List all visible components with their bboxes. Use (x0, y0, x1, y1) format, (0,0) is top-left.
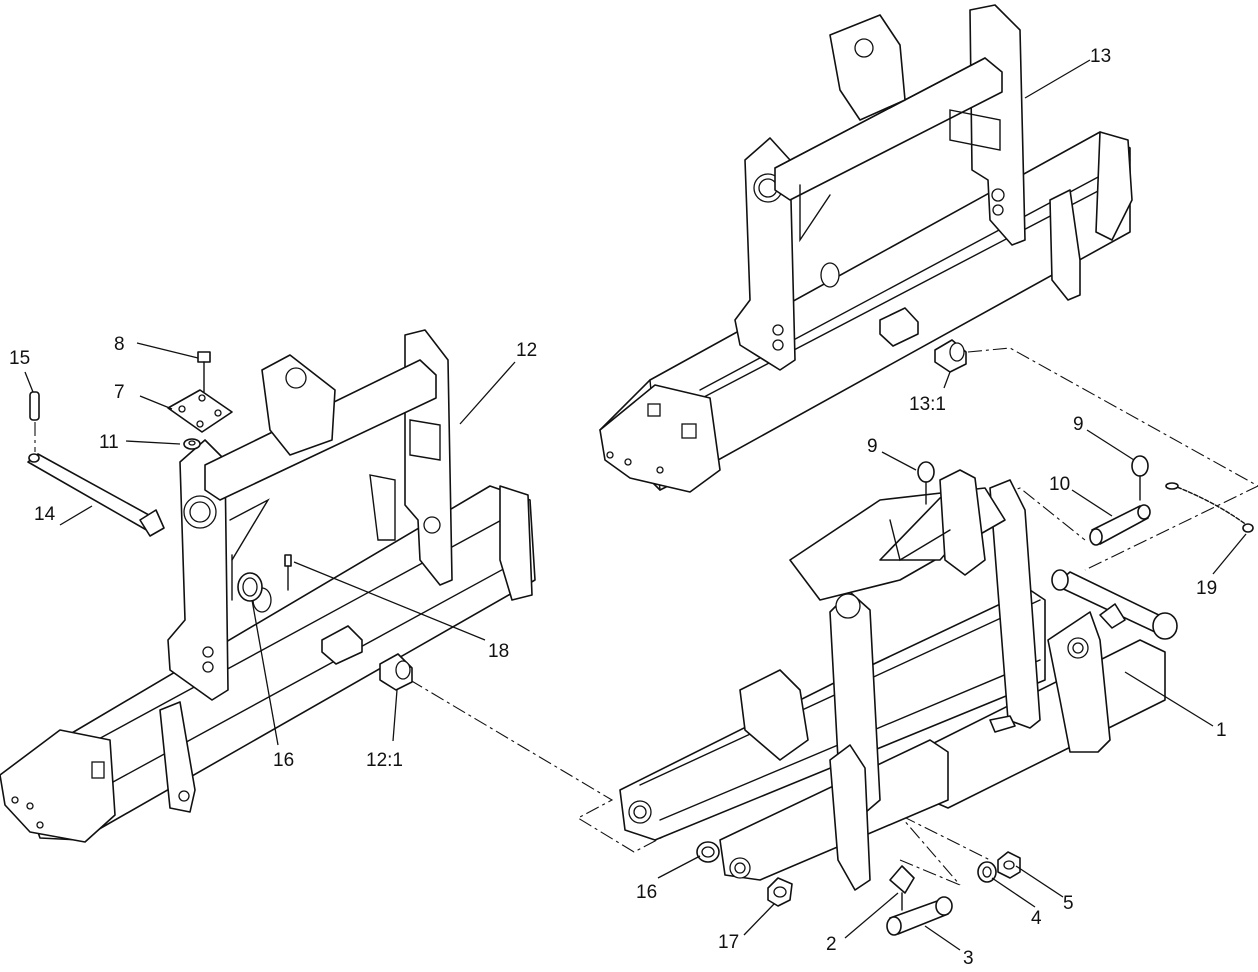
callout-4: 4 (1031, 908, 1042, 929)
frame-assembly-13 (599, 4, 1133, 493)
callout-13-1: 13:1 (909, 394, 946, 415)
hitch-frame-1 (619, 469, 1178, 891)
bushing-13-1 (934, 339, 967, 373)
roll-pin-15 (29, 391, 40, 452)
leader-lines (24, 59, 1247, 951)
callout-15: 15 (9, 348, 30, 369)
callout-3: 3 (963, 948, 974, 969)
callout-17: 17 (718, 932, 739, 953)
clevis-pin-3 (886, 896, 953, 936)
callout-7: 7 (114, 382, 125, 403)
nut-11 (183, 438, 201, 450)
callout-8: 8 (114, 334, 125, 355)
callout-14: 14 (34, 504, 56, 525)
callout-16-right: 16 (636, 882, 657, 903)
nut-17 (767, 877, 793, 907)
hairpin-clip-2 (889, 865, 915, 911)
bolt-8 (197, 351, 211, 393)
callouts: 1 2 3 4 5 7 8 9 9 10 11 12 12:1 13 13:1 … (9, 46, 1227, 969)
lynch-pin-9-right (1131, 455, 1149, 501)
callout-13: 13 (1090, 46, 1111, 67)
callout-9-left: 9 (867, 436, 878, 457)
callout-16-left: 16 (273, 750, 294, 771)
washer-16-right (696, 841, 720, 863)
callout-9-right: 9 (1073, 414, 1084, 435)
pivot-pin-14 (27, 453, 165, 537)
callout-12-1: 12:1 (366, 750, 403, 771)
cover-plate-7 (167, 389, 233, 433)
callout-1: 1 (1216, 720, 1227, 741)
callout-19: 19 (1196, 578, 1217, 599)
chain-19 (1165, 482, 1254, 533)
grease-fitting-18 (284, 554, 292, 591)
callout-12: 12 (516, 340, 537, 361)
callout-5: 5 (1063, 893, 1074, 914)
pin-10 (1089, 504, 1151, 546)
callout-10: 10 (1049, 474, 1070, 495)
washer-16-left (237, 572, 263, 602)
frame-assembly-12 (0, 329, 536, 843)
washer-4 (977, 861, 997, 883)
bushing-12-1 (379, 653, 413, 691)
lynch-pin-9-left (917, 461, 935, 505)
callout-11: 11 (99, 432, 119, 453)
nut-5 (997, 851, 1021, 879)
callout-2: 2 (826, 934, 837, 955)
callout-18: 18 (488, 641, 509, 662)
